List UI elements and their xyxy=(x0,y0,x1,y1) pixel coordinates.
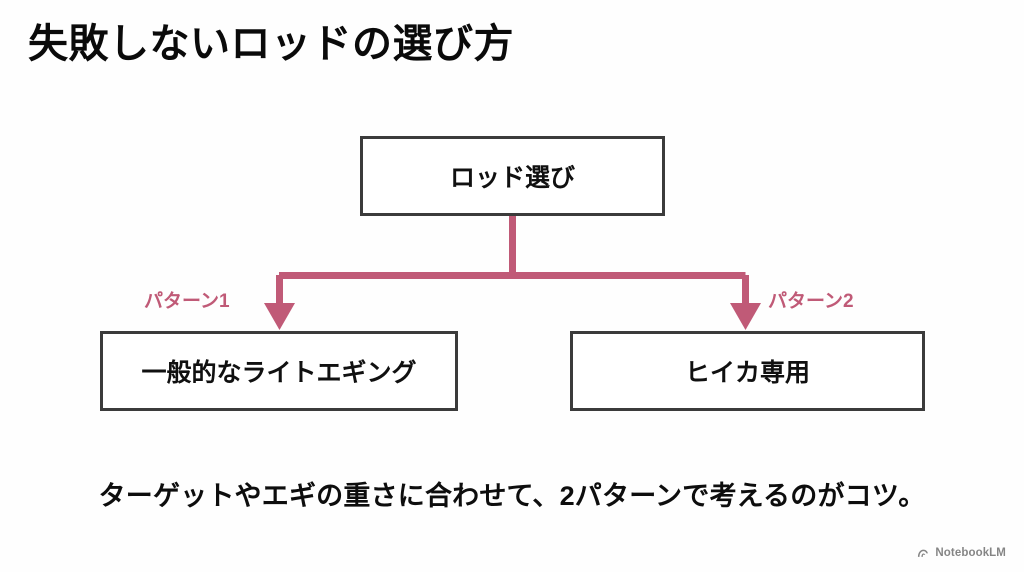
page-title: 失敗しないロッドの選び方 xyxy=(28,22,514,66)
diagram-node-branch-1-label: 一般的なライトエギング xyxy=(141,359,417,387)
edge-label-pattern-2: パターン2 xyxy=(768,291,854,312)
diagram-node-branch-2[interactable]: ヒイカ専用 xyxy=(570,331,925,411)
diagram-node-branch-1[interactable]: 一般的なライトエギング xyxy=(100,331,458,411)
arrowhead-right-icon xyxy=(730,303,761,330)
diagram-node-branch-2-label: ヒイカ専用 xyxy=(684,359,810,387)
arrowhead-left-icon xyxy=(264,303,295,330)
notebooklm-logo-icon xyxy=(916,546,930,560)
watermark-label: NotebookLM xyxy=(935,547,1006,559)
slide-caption: ターゲットやエギの重さに合わせて、2パターンで考えるのがコツ。 xyxy=(98,481,926,511)
diagram-node-root[interactable]: ロッド選び xyxy=(360,136,665,216)
watermark: NotebookLM xyxy=(916,546,1006,560)
diagram-node-root-label: ロッド選び xyxy=(449,164,575,192)
edge-label-pattern-1: パターン1 xyxy=(144,291,230,312)
